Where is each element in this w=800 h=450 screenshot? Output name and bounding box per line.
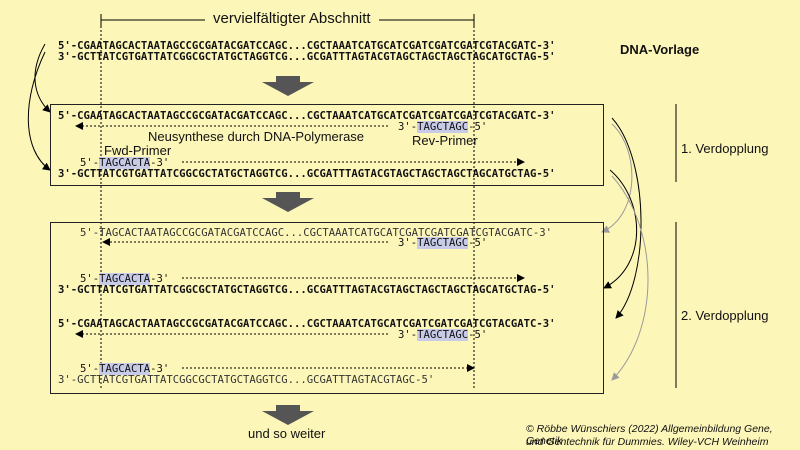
down-arrow-2 bbox=[262, 192, 314, 212]
r2-rev-prefix-b: 3'- bbox=[398, 329, 418, 341]
fwd-primer-seq: TAGCACTA bbox=[99, 157, 151, 169]
r2-line4-seq: 3'-GCTTATCGTGATTATCGGCGCTATGCTAGGTCG...G… bbox=[58, 374, 416, 386]
rev-primer-label: Rev-Primer bbox=[412, 133, 478, 148]
r2-rev-seq: TAGCTAGC bbox=[417, 237, 469, 249]
round2-fwd-primer-b: 5'-TAGCACTA-3' bbox=[80, 363, 169, 375]
round2-rev-primer-b: 3'-TAGCTAGC-5' bbox=[398, 329, 487, 341]
r2-fwd-seq: TAGCACTA bbox=[99, 273, 151, 285]
amplified-region-title: vervielfältigter Abschnitt bbox=[213, 10, 371, 27]
r2-fwd-suffix: -3' bbox=[150, 273, 170, 285]
curve-r1-top-to-r2b bbox=[601, 123, 633, 233]
rev-primer-seq: TAGCTAGC bbox=[417, 121, 469, 133]
round2-label: 2. Verdopplung bbox=[681, 308, 769, 323]
round2-line4: 3'-GCTTATCGTGATTATCGGCGCTATGCTAGGTCG...G… bbox=[58, 374, 434, 386]
r2-rev-prefix: 3'- bbox=[398, 237, 418, 249]
curve-r1-top-to-r2 bbox=[611, 117, 642, 319]
r2-fwd-prefix: 5'- bbox=[80, 273, 100, 285]
template-label: DNA-Vorlage bbox=[620, 42, 700, 57]
synthesis-label: Neusynthese durch DNA-Polymerase bbox=[148, 129, 365, 144]
curve-top-strand bbox=[34, 43, 51, 113]
round2-fwd-primer-a: 5'-TAGCACTA-3' bbox=[80, 273, 169, 285]
rev-primer-suffix: -5' bbox=[468, 121, 488, 133]
r2-line1-prefix: 5'- bbox=[80, 227, 100, 239]
r2-fwd-suffix-b: -3' bbox=[150, 363, 170, 375]
credit-line-2: und Gentechnik für Dummies. Wiley-VCH We… bbox=[526, 436, 769, 448]
round2-box bbox=[50, 222, 604, 394]
template-bottom-strand: 3'-GCTTATCGTGATTATCGGCGCTATGCTAGGTCG...G… bbox=[58, 51, 556, 63]
round1-rev-primer: 3'-TAGCTAGC-5' bbox=[398, 121, 487, 133]
round2-line3: 5'-CGAATAGCACTAATAGCCGCGATACGATCCAGC...C… bbox=[58, 318, 556, 330]
curve-r1-bot-to-r2b bbox=[611, 175, 649, 381]
credit-line-1: © Röbbe Wünschiers (2022) Allgemeinbildu… bbox=[526, 423, 773, 447]
r2-line4-suffix: -5' bbox=[415, 374, 435, 386]
round1-label: 1. Verdopplung bbox=[681, 141, 769, 156]
down-arrow-1 bbox=[262, 76, 314, 96]
rev-primer-prefix: 3'- bbox=[398, 121, 418, 133]
curve-r1-bot-to-r2 bbox=[603, 169, 638, 289]
amplified-region-bracket bbox=[100, 14, 475, 26]
r2-fwd-prefix-b: 5'- bbox=[80, 363, 100, 375]
round2-line1: 5'-TAGCACTAATAGCCGCGATACGATCCAGC...CGCTA… bbox=[80, 227, 552, 239]
r2-fwd-seq-b: TAGCACTA bbox=[99, 363, 151, 375]
fwd-primer-suffix: -3' bbox=[150, 157, 170, 169]
r2-rev-suffix-b: -5' bbox=[468, 329, 488, 341]
round1-bottom-strand: 3'-GCTTATCGTGATTATCGGCGCTATGCTAGGTCG...G… bbox=[58, 168, 556, 180]
fwd-primer-label: Fwd-Primer bbox=[104, 143, 172, 158]
fwd-primer-prefix: 5'- bbox=[80, 157, 100, 169]
template-top-strand: 5'-CGAATAGCACTAATAGCCGCGATACGATCCAGC...C… bbox=[58, 40, 556, 52]
down-arrow-3 bbox=[262, 405, 314, 425]
curve-bottom-strand bbox=[27, 51, 51, 171]
r2-rev-seq-b: TAGCTAGC bbox=[417, 329, 469, 341]
round1-top-strand: 5'-CGAATAGCACTAATAGCCGCGATACGATCCAGC...C… bbox=[58, 110, 556, 122]
round1-box bbox=[50, 104, 604, 186]
r2-rev-suffix: -5' bbox=[468, 237, 488, 249]
continue-label: und so weiter bbox=[248, 426, 326, 441]
round2-rev-primer-a: 3'-TAGCTAGC-5' bbox=[398, 237, 487, 249]
r2-line1-seq: TAGCACTAATAGCCGCGATACGATCCAGC...CGCTAAAT… bbox=[99, 227, 552, 239]
round2-line2: 3'-GCTTATCGTGATTATCGGCGCTATGCTAGGTCG...G… bbox=[58, 284, 556, 296]
round1-fwd-primer: 5'-TAGCACTA-3' bbox=[80, 157, 169, 169]
